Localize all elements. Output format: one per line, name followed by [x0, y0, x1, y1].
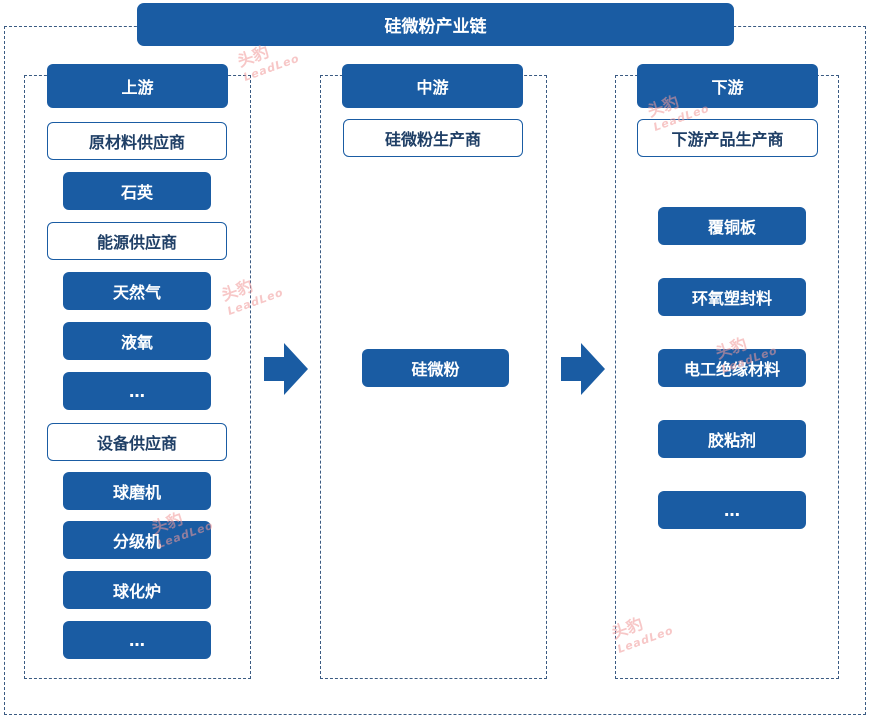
upstream-item-energy-more: … — [63, 372, 211, 410]
upstream-header: 上游 — [47, 64, 228, 108]
upstream-item-ball-mill: 球磨机 — [63, 472, 211, 510]
downstream-item-insulation: 电工绝缘材料 — [658, 349, 806, 387]
arrow-right-icon — [561, 343, 605, 395]
upstream-item-quartz: 石英 — [63, 172, 211, 210]
downstream-item-ccl: 覆铜板 — [658, 207, 806, 245]
upstream-group-equipment: 设备供应商 — [47, 423, 227, 461]
downstream-header: 下游 — [637, 64, 818, 108]
midstream-subheader: 硅微粉生产商 — [343, 119, 523, 157]
midstream-item-silica-powder: 硅微粉 — [362, 349, 509, 387]
downstream-item-adhesive: 胶粘剂 — [658, 420, 806, 458]
downstream-subheader: 下游产品生产商 — [637, 119, 818, 157]
upstream-item-spheroidizing-furnace: 球化炉 — [63, 571, 211, 609]
downstream-item-more: … — [658, 491, 806, 529]
upstream-item-equipment-more: … — [63, 621, 211, 659]
diagram-title: 硅微粉产业链 — [137, 3, 734, 46]
upstream-item-liquid-oxygen: 液氧 — [63, 322, 211, 360]
midstream-header: 中游 — [342, 64, 523, 108]
upstream-item-natural-gas: 天然气 — [63, 272, 211, 310]
upstream-group-raw-materials: 原材料供应商 — [47, 122, 227, 160]
downstream-item-emc: 环氧塑封料 — [658, 278, 806, 316]
arrow-right-icon — [264, 343, 308, 395]
upstream-group-energy: 能源供应商 — [47, 222, 227, 260]
upstream-item-classifier: 分级机 — [63, 521, 211, 559]
